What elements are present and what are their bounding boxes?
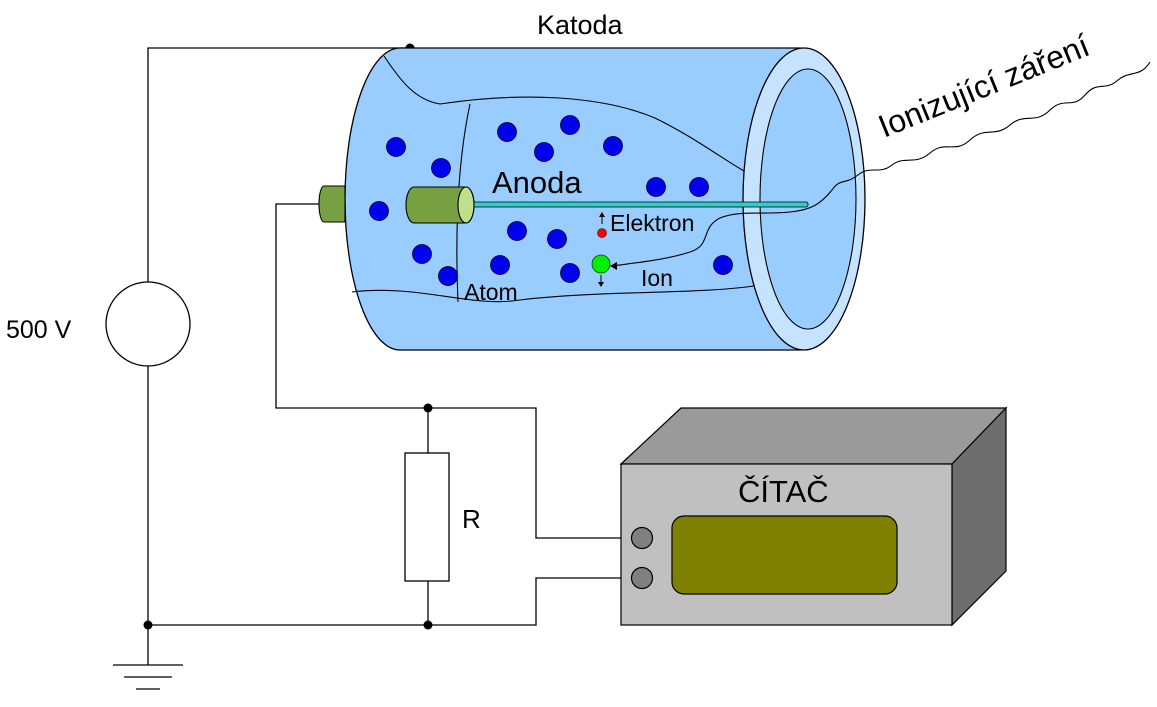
counter-display [671, 515, 898, 595]
atom-label: Atom [464, 279, 518, 305]
atom [438, 266, 458, 286]
atom [507, 221, 527, 241]
circuit-wires [113, 47, 632, 690]
voltage-label: 500 V [6, 316, 72, 344]
resistor-symbol [404, 452, 450, 582]
atom [490, 255, 510, 275]
radiation-wave [611, 61, 1151, 267]
junction-resistor-top [423, 403, 433, 413]
counter-top-face [619, 407, 1008, 465]
wire-anode-to-resistor [275, 203, 428, 409]
gas-atoms [369, 115, 733, 286]
atom [646, 177, 666, 197]
atom [713, 255, 733, 275]
counter-input-terminal-1 [630, 526, 654, 550]
atom [603, 136, 623, 156]
cathode-label: Katoda [537, 10, 624, 40]
counter-label: ČÍTAČ [738, 474, 829, 509]
atom [369, 201, 389, 221]
wire-to-counter-input-1 [428, 407, 632, 539]
atom [689, 177, 709, 197]
anode-holder-end [457, 186, 475, 224]
geiger-tube [318, 47, 866, 351]
atom [560, 263, 580, 283]
resistor-label: R [462, 504, 481, 534]
atom [431, 158, 451, 178]
atom [547, 229, 567, 249]
atom [534, 142, 554, 162]
anode-wire [465, 201, 809, 208]
wire-cathode-to-source [147, 47, 410, 282]
ion-particle [591, 254, 611, 274]
junction-resistor-bottom [423, 620, 433, 630]
atom [386, 137, 406, 157]
counter-device: ČÍTAČ [619, 406, 1008, 627]
electron-label: Elektron [610, 210, 694, 236]
counter-input-terminal-2 [630, 566, 654, 590]
wire-bottom-rail [148, 577, 632, 626]
junction-ground [143, 620, 153, 630]
anode-label: Anoda [492, 165, 582, 200]
electron-particle [597, 228, 607, 238]
ion-arrowhead [598, 282, 604, 287]
radiation-label: Ionizující záření [873, 27, 1094, 144]
radiation-arrowhead [610, 262, 617, 270]
tube-end-ring-inner [759, 68, 857, 330]
electron-arrowhead [599, 212, 605, 217]
tube-connector [318, 185, 346, 223]
atom [497, 122, 517, 142]
ion-label: Ion [641, 265, 673, 291]
atom [560, 115, 580, 135]
atom [412, 244, 432, 264]
voltage-source-symbol [105, 281, 191, 367]
